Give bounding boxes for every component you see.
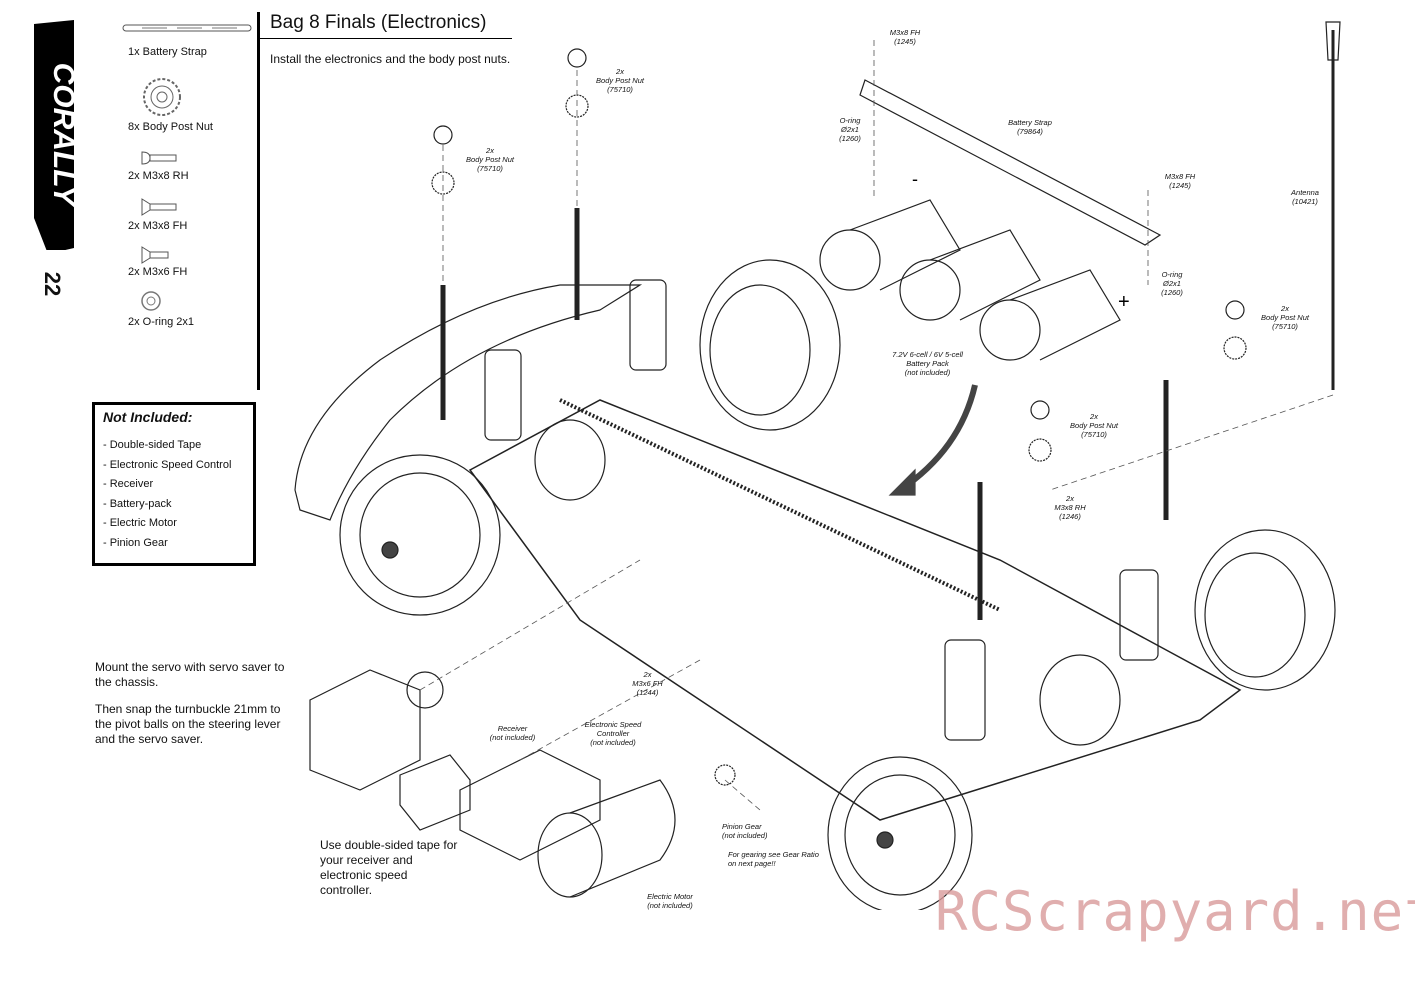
callout-m3x8rh: 2x M3x8 RH (1246) [1054,494,1086,521]
callout-body-post-nut: 2x Body Post Nut (75710) [596,67,644,94]
list-item: - Receiver [103,478,154,490]
battery-pack [819,199,1121,361]
wheel [339,454,501,616]
pinion-gear [714,764,736,786]
motor [537,812,603,898]
flat-head-screw-icon [141,198,177,216]
callout-battery-strap: Battery Strap (79864) [1008,118,1052,136]
callout-esc: Electronic Speed Controller (not include… [584,720,642,747]
round-head-screw-icon [141,151,177,165]
list-item: - Battery-pack [103,497,172,510]
esc [459,749,601,861]
callout-antenna: Antenna (10421) [1291,188,1319,206]
short-flat-head-screw-icon [141,246,169,264]
brand-logo: CORALLY [30,18,80,254]
shock [484,349,522,441]
watermark: RCScrapyard.net [935,880,1415,943]
shock [1119,569,1159,661]
servo [309,669,421,791]
callout-m3x8fh: M3x8 FH (1245) [1164,172,1196,190]
callout-gearing: For gearing see Gear Ratio on next page!… [728,850,819,868]
wheel [827,756,973,910]
shock [629,279,667,371]
svg-text:+: + [1118,291,1130,313]
callout-pinion: Pinion Gear (not included) [722,822,768,840]
callout-body-post-nut: 2x Body Post Nut (75710) [1261,304,1309,331]
servo-step-1: Mount the servo with servo saver to the … [95,660,285,689]
not-included-box: Not Included: - Double-sided Tape - Elec… [92,402,256,566]
callout-motor: Electric Motor (not included) [647,892,693,910]
callout-body-post-nut: 2x Body Post Nut (75710) [466,146,514,173]
divider [257,12,260,390]
list-item: - Pinion Gear [103,536,168,549]
battery-strap [859,79,1162,246]
svg-text:-: - [912,169,918,189]
exploded-assembly-diagram: - + [294,21,1341,910]
callout-m3x6fh: 2x M3x6 FH (1244) [632,670,663,697]
callout-body-post-nut: 2x Body Post Nut (75710) [1070,412,1118,439]
callout-battery-pack: 7.2V 6-cell / 6V 5-cell Battery Pack (no… [892,350,963,377]
receiver [399,754,471,831]
o-ring-icon [141,291,161,311]
shock [944,639,986,741]
list-item: - Electronic Speed Control [103,458,232,471]
list-item: - Double-sided Tape [103,439,202,451]
battery-strap-icon [122,24,252,32]
servo-instructions: Mount the servo with servo saver to the … [95,660,295,759]
not-included-title: Not Included: [103,409,193,425]
servo-step-2: Then snap the turnbuckle 21mm to the piv… [95,702,281,746]
section-intro: Install the electronics and the body pos… [270,52,511,66]
callout-oring: O-ring Ø2x1 (1260) [1161,270,1183,297]
chassis-plate [468,399,1242,821]
wheel [699,259,841,431]
rear-wing [294,284,643,521]
list-item: - Electric Motor [103,517,177,529]
callout-oring: O-ring Ø2x1 (1260) [839,116,861,143]
drive-belt [559,398,1001,612]
svg-text:CORALLY: CORALLY [47,63,78,209]
callout-receiver: Receiver (not included) [489,724,536,742]
tape-instructions: Use double-sided tape for your receiver … [320,838,458,897]
section-title: Bag 8 Finals (Electronics) [270,12,487,33]
callout-m3x8fh: M3x8 FH (1245) [889,28,921,46]
title-underline [260,38,512,39]
body-post-nut-icon [143,78,181,116]
wheel [1194,529,1336,691]
page-number: 22 [40,271,65,297]
